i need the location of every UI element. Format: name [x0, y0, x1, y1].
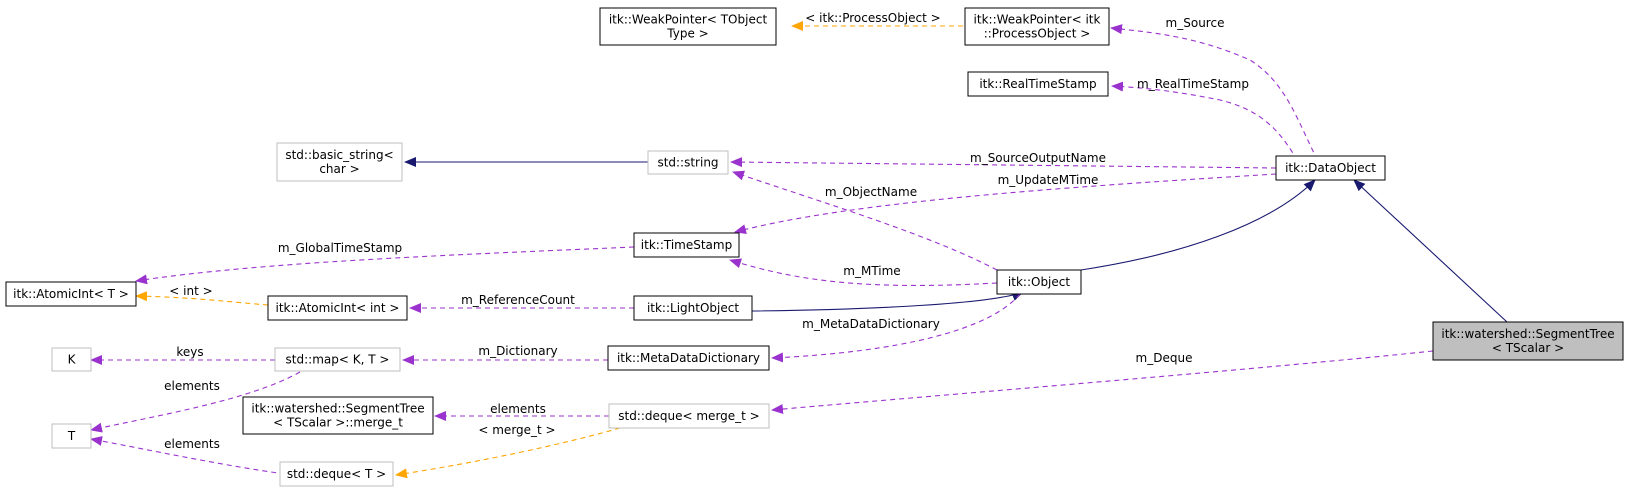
- edge-labels: m_Source < itk::ProcessObject > m_RealTi…: [164, 11, 1249, 451]
- node-box: [967, 71, 1109, 97]
- edge-deque: [771, 350, 1434, 415]
- node-label: itk::AtomicInt< T >: [13, 287, 129, 301]
- node-label: < TScalar >::merge_t: [273, 416, 403, 430]
- label-m-objectname: m_ObjectName: [825, 185, 917, 199]
- label-m-referencecount: m_ReferenceCount: [461, 293, 575, 307]
- edge-realtimestamp: [1111, 81, 1303, 169]
- edge-int-template: [135, 291, 269, 306]
- edge-object-to-dataobject: [1080, 179, 1316, 271]
- label-merge-t-template: < merge_t >: [478, 423, 555, 437]
- node-timestamp[interactable]: itk::TimeStamp: [633, 232, 740, 258]
- edge-map-elements: [90, 371, 301, 433]
- node-segmenttree-merge-t[interactable]: itk::watershed::SegmentTree< TScalar >::…: [242, 396, 434, 435]
- label-m-globaltimestamp: m_GlobalTimeStamp: [278, 241, 402, 255]
- label-deque-elements: elements: [490, 402, 546, 416]
- label-m-dictionary: m_Dictionary: [478, 344, 557, 358]
- node-label: itk::watershed::SegmentTree: [1441, 327, 1614, 341]
- edge-dequet-elements: [90, 436, 286, 475]
- node-box: [51, 347, 92, 372]
- edge-sourceoutputname: [730, 157, 1277, 169]
- node-label: itk::LightObject: [647, 301, 739, 315]
- node-box: [608, 403, 770, 429]
- node-box: [607, 345, 770, 371]
- edge-mtime: [729, 258, 998, 287]
- node-box: [1275, 155, 1386, 181]
- label-keys: keys: [176, 345, 203, 359]
- node-box: [633, 295, 753, 321]
- node-box: [5, 281, 137, 307]
- node-label: itk::DataObject: [1285, 161, 1376, 175]
- node-label: itk::watershed::SegmentTree: [251, 402, 424, 416]
- node-label: std::basic_string<: [285, 148, 393, 162]
- node-label: std::string: [657, 156, 718, 170]
- node-label: std::deque< T >: [287, 467, 386, 481]
- node-atomicint-int[interactable]: itk::AtomicInt< int >: [267, 295, 408, 321]
- node-box: [1432, 321, 1624, 361]
- edge-updatemtime: [734, 173, 1277, 235]
- node-label: std::map< K, T >: [286, 353, 390, 367]
- node-label: ::ProcessObject >: [984, 27, 1091, 41]
- node-dataobject[interactable]: itk::DataObject: [1275, 155, 1386, 181]
- node-metadatadictionary[interactable]: itk::MetaDataDictionary: [607, 345, 770, 371]
- node-label: itk::RealTimeStamp: [979, 77, 1096, 91]
- node-deque-t[interactable]: std::deque< T >: [279, 461, 394, 487]
- node-k[interactable]: K: [51, 347, 92, 372]
- node-label: < TScalar >: [1492, 341, 1564, 355]
- edge-metadatadictionary: [771, 293, 1021, 363]
- node-deque-merge-t[interactable]: std::deque< merge_t >: [608, 403, 770, 429]
- node-basic-string-char[interactable]: std::basic_string<char >: [276, 142, 403, 182]
- node-std-map[interactable]: std::map< K, T >: [274, 347, 401, 372]
- node-label: itk::Object: [1008, 275, 1070, 289]
- node-t[interactable]: T: [51, 423, 92, 449]
- label-processobject-template: < itk::ProcessObject >: [805, 11, 940, 25]
- label-map-elements: elements: [164, 379, 220, 393]
- node-label: std::deque< merge_t >: [618, 409, 760, 423]
- node-box: [279, 461, 394, 487]
- node-atomicint-t[interactable]: itk::AtomicInt< T >: [5, 281, 137, 307]
- edge-globaltimestamp: [135, 246, 635, 285]
- node-box: [964, 7, 1110, 46]
- label-m-updatemtime: m_UpdateMTime: [998, 173, 1099, 187]
- node-box: [267, 295, 408, 321]
- label-dequet-elements: elements: [164, 437, 220, 451]
- node-realtimestamp[interactable]: itk::RealTimeStamp: [967, 71, 1109, 97]
- label-m-mtime: m_MTime: [843, 264, 900, 278]
- node-label: itk::MetaDataDictionary: [617, 351, 760, 365]
- node-label: itk::WeakPointer< itk: [974, 13, 1101, 27]
- node-box: [51, 423, 92, 449]
- node-box: [647, 150, 729, 175]
- edge-objectname: [732, 170, 998, 271]
- node-label: char >: [319, 162, 359, 176]
- node-segmenttree-focus[interactable]: itk::watershed::SegmentTree< TScalar >: [1432, 321, 1624, 361]
- node-box: [242, 396, 434, 435]
- label-m-metadatadictionary: m_MetaDataDictionary: [802, 317, 940, 331]
- label-m-source: m_Source: [1166, 16, 1225, 30]
- node-label: K: [68, 353, 77, 367]
- node-label: itk::AtomicInt< int >: [276, 301, 400, 315]
- node-box: [599, 7, 777, 46]
- node-object[interactable]: itk::Object: [996, 269, 1082, 295]
- node-std-string[interactable]: std::string: [647, 150, 729, 175]
- edge-source: [1110, 24, 1323, 169]
- node-lightobject[interactable]: itk::LightObject: [633, 295, 753, 321]
- node-label: Type >: [666, 27, 708, 41]
- node-label: itk::WeakPointer< TObject: [609, 13, 768, 27]
- label-m-sourceoutputname: m_SourceOutputName: [970, 151, 1106, 165]
- node-box: [996, 269, 1082, 295]
- node-label: T: [67, 429, 76, 443]
- label-int-template: < int >: [169, 284, 212, 298]
- label-m-realtimestamp: m_RealTimeStamp: [1137, 77, 1249, 91]
- node-box: [274, 347, 401, 372]
- edge-lightobject-to-object: [751, 291, 1024, 312]
- node-box: [276, 142, 403, 182]
- label-m-deque: m_Deque: [1136, 351, 1193, 365]
- edge-segmenttree-to-dataobject: [1353, 179, 1508, 323]
- edges: [90, 21, 1508, 479]
- node-weakpointer-processobject[interactable]: itk::WeakPointer< itk::ProcessObject >: [964, 7, 1110, 46]
- node-label: itk::TimeStamp: [641, 238, 732, 252]
- node-box: [633, 232, 740, 258]
